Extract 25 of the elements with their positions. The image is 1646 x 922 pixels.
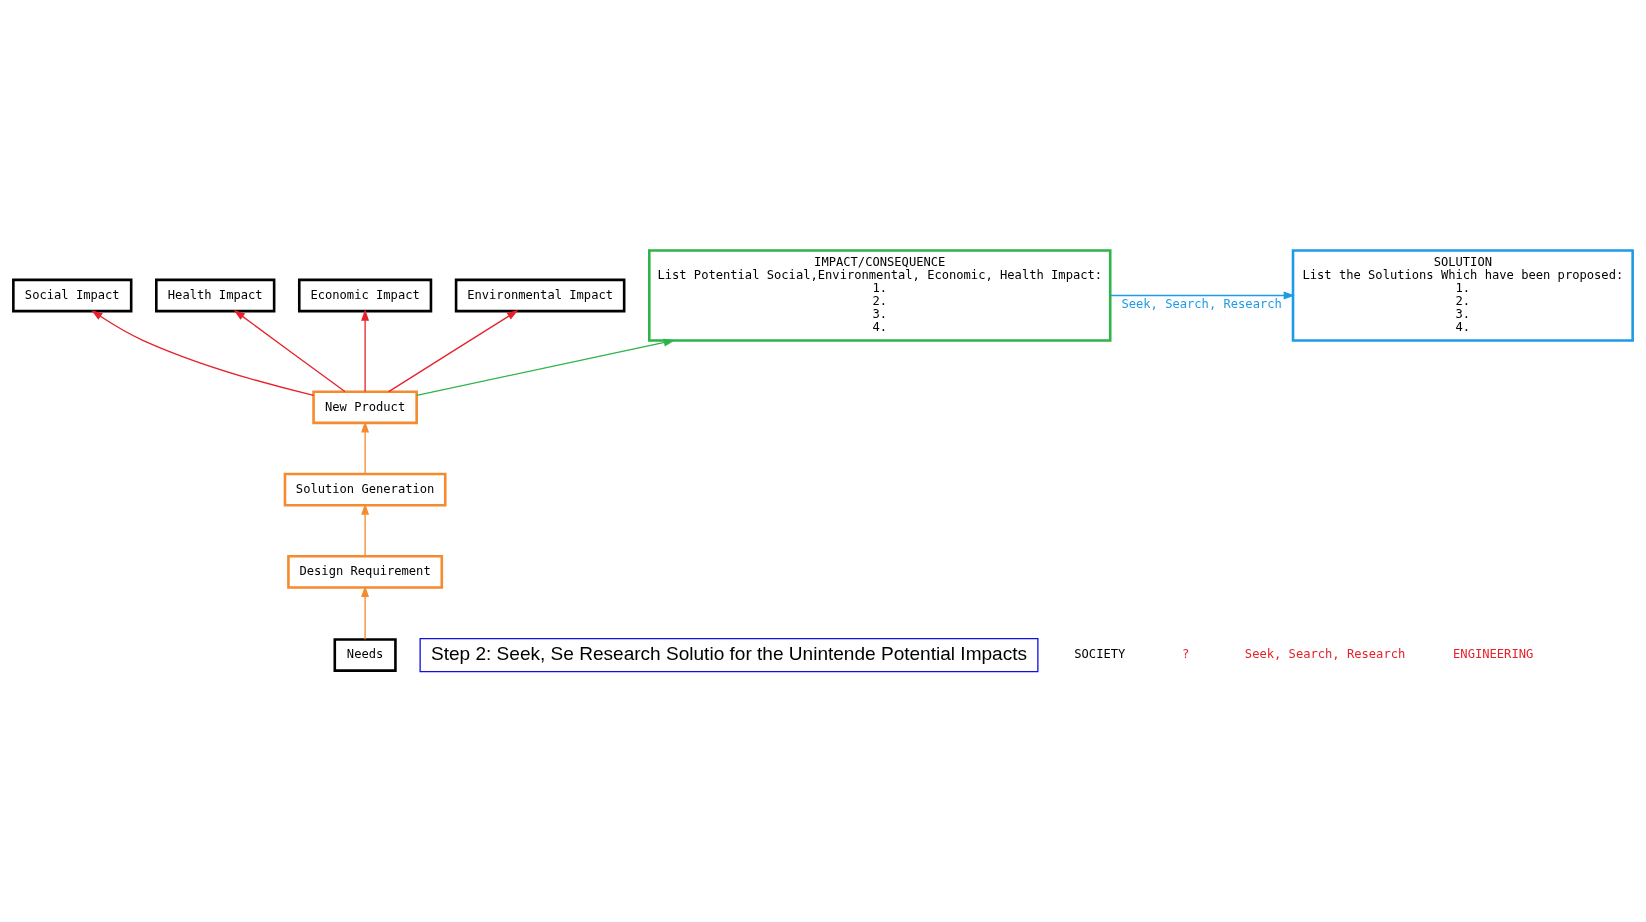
node-box: Environmental Impact [454, 278, 626, 313]
node-box: SOLUTION List the Solutions Which have been proposed: 1. 2. 3. 4. [1291, 249, 1634, 342]
node-box: New Product [312, 390, 418, 425]
arrow [361, 503, 370, 557]
arrow [233, 310, 346, 393]
label: ? [1181, 647, 1190, 662]
node-box: Social Impact [12, 278, 133, 313]
label: ENGINEERING [1453, 647, 1534, 662]
arrow [388, 310, 519, 393]
node-box: Step 2: Seek, Se Research Solutio for the Unintende Potential Impacts [419, 637, 1039, 673]
node-box: Solution Generation [283, 472, 447, 507]
edge-label: Seek, Search, Research [1121, 296, 1282, 311]
node-box: IMPACT/CONSEQUENCE List Potential Social,Environmental, Economic, Health Impact: 1. 2. 3. 4. [648, 249, 1112, 342]
node-box: Needs [333, 638, 397, 672]
arrow [361, 585, 370, 640]
node-box: Economic Impact [297, 278, 433, 313]
arrow [91, 310, 315, 396]
arrow [361, 309, 370, 393]
arrow [1109, 291, 1295, 300]
arrow [361, 421, 370, 475]
node-box: Health Impact [155, 278, 276, 313]
node-box: Design Requirement [287, 555, 444, 589]
label: SOCIETY [1074, 647, 1126, 662]
label: Seek, Search, Research [1244, 647, 1406, 662]
arrow [416, 338, 675, 396]
